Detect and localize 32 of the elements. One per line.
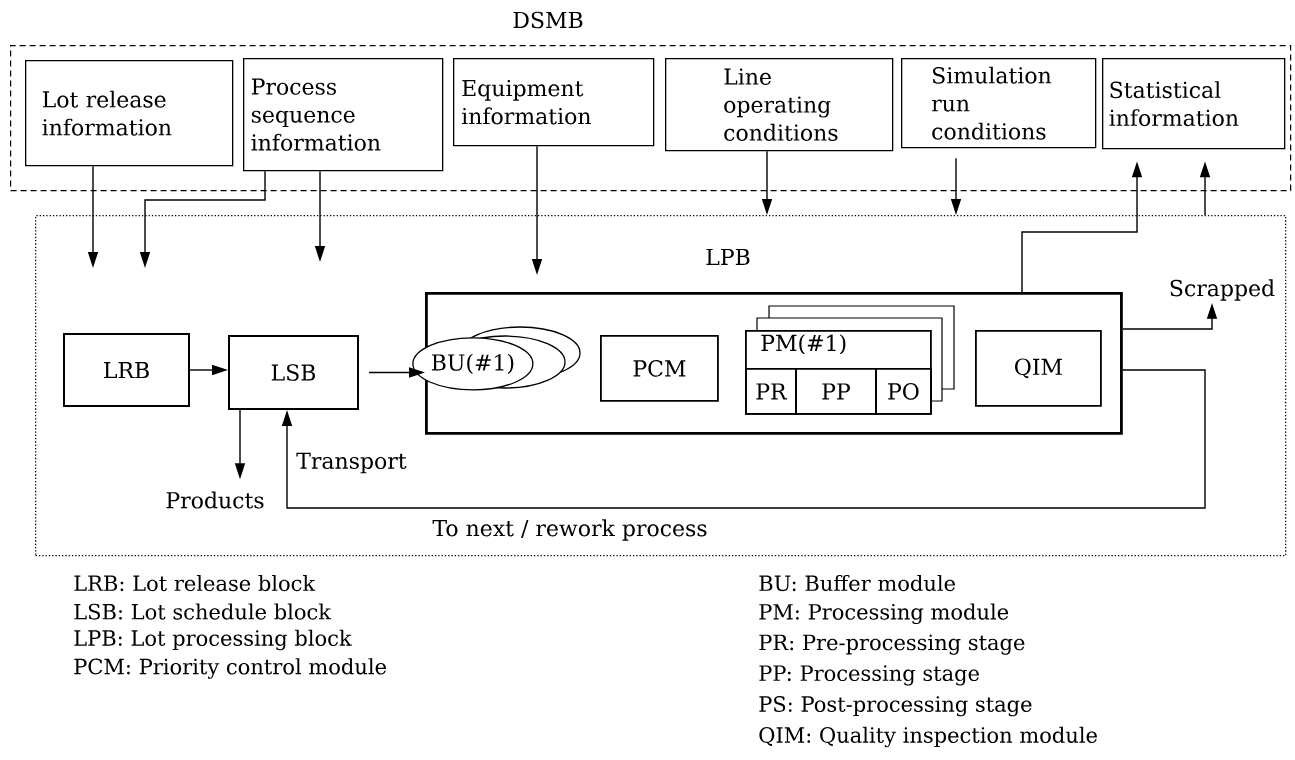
definition-text: PM: Processing module xyxy=(759,603,1009,625)
line-label: Transport xyxy=(296,452,407,474)
info-box: Process sequence information xyxy=(243,58,444,172)
definition-text: LRB: Lot release block xyxy=(74,574,316,592)
definition-text: PCM: Priority control module xyxy=(74,658,386,679)
group-frame xyxy=(35,215,1287,557)
stage-box: PR xyxy=(745,368,797,415)
module-box: PCM xyxy=(600,335,719,402)
stacked-buffer-ellipses: BU(#1) xyxy=(412,326,581,391)
info-box: Lot release information xyxy=(25,60,234,167)
output-label: Scrapped xyxy=(1170,279,1275,301)
definition-text: QIM: Quality inspection module xyxy=(759,726,1097,748)
node-label: DSMB xyxy=(513,11,583,29)
info-box: Statistical information xyxy=(1102,58,1286,150)
arrow xyxy=(281,369,1206,509)
node-label: LPB xyxy=(706,248,750,265)
definition-text: PR: Pre-processing stage xyxy=(759,634,1025,655)
info-box: Equipment information xyxy=(453,58,655,147)
stage-box: PO xyxy=(875,368,932,415)
info-box: Line operating conditions xyxy=(665,58,894,152)
definition-text: PS: Post-processing stage xyxy=(759,696,1032,717)
block-box: LSB xyxy=(228,335,359,410)
edge-label: To next / rework process xyxy=(430,517,710,543)
output-label: Products xyxy=(166,491,264,509)
block-box: LRB xyxy=(63,333,190,407)
definition-text: BU: Buffer module xyxy=(759,574,955,592)
definition-text: LPB: Lot processing block xyxy=(74,629,352,651)
module-box: QIM xyxy=(975,330,1102,407)
definition-text: LSB: Lot schedule block xyxy=(74,603,332,620)
info-box: Simulation run conditions xyxy=(901,58,1097,149)
definition-text: PP: Processing stage xyxy=(759,665,979,686)
stage-box: PP xyxy=(795,368,877,415)
